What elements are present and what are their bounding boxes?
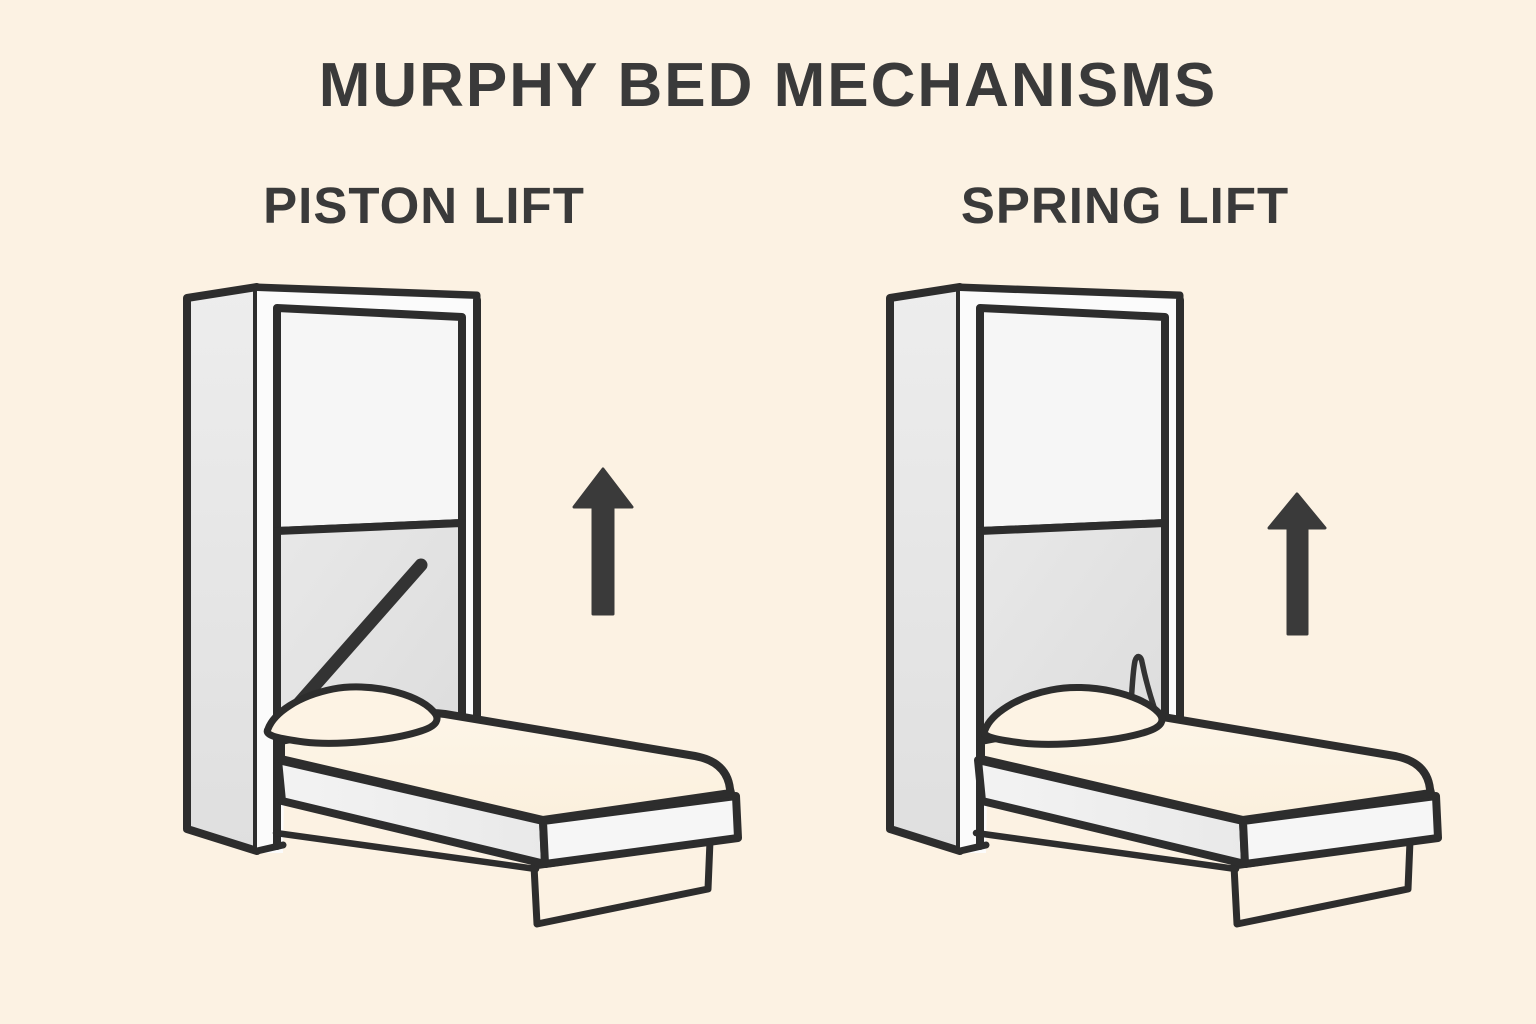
diagram-spring-lift: [886, 283, 1442, 928]
bed: [972, 684, 1442, 928]
diagram-piston-lift: [183, 283, 742, 928]
cabinet-side-panel: [886, 283, 964, 855]
label-piston-lift: PISTON LIFT: [263, 177, 585, 234]
bed-underside-upper-panel: [273, 304, 466, 535]
pillow: [263, 683, 441, 747]
bed-underside-upper-panel: [976, 304, 1169, 535]
support-bar: [972, 829, 1240, 873]
cabinet-side-panel: [183, 283, 261, 855]
spring-clip-icon: [1128, 653, 1157, 710]
up-arrow-icon: [572, 467, 634, 616]
page-title: MURPHY BED MECHANISMS: [318, 51, 1218, 120]
pillow: [980, 684, 1166, 748]
up-arrow-icon: [1267, 492, 1327, 636]
bed: [263, 683, 742, 928]
support-bar: [272, 829, 540, 873]
label-spring-lift: SPRING LIFT: [960, 177, 1290, 234]
